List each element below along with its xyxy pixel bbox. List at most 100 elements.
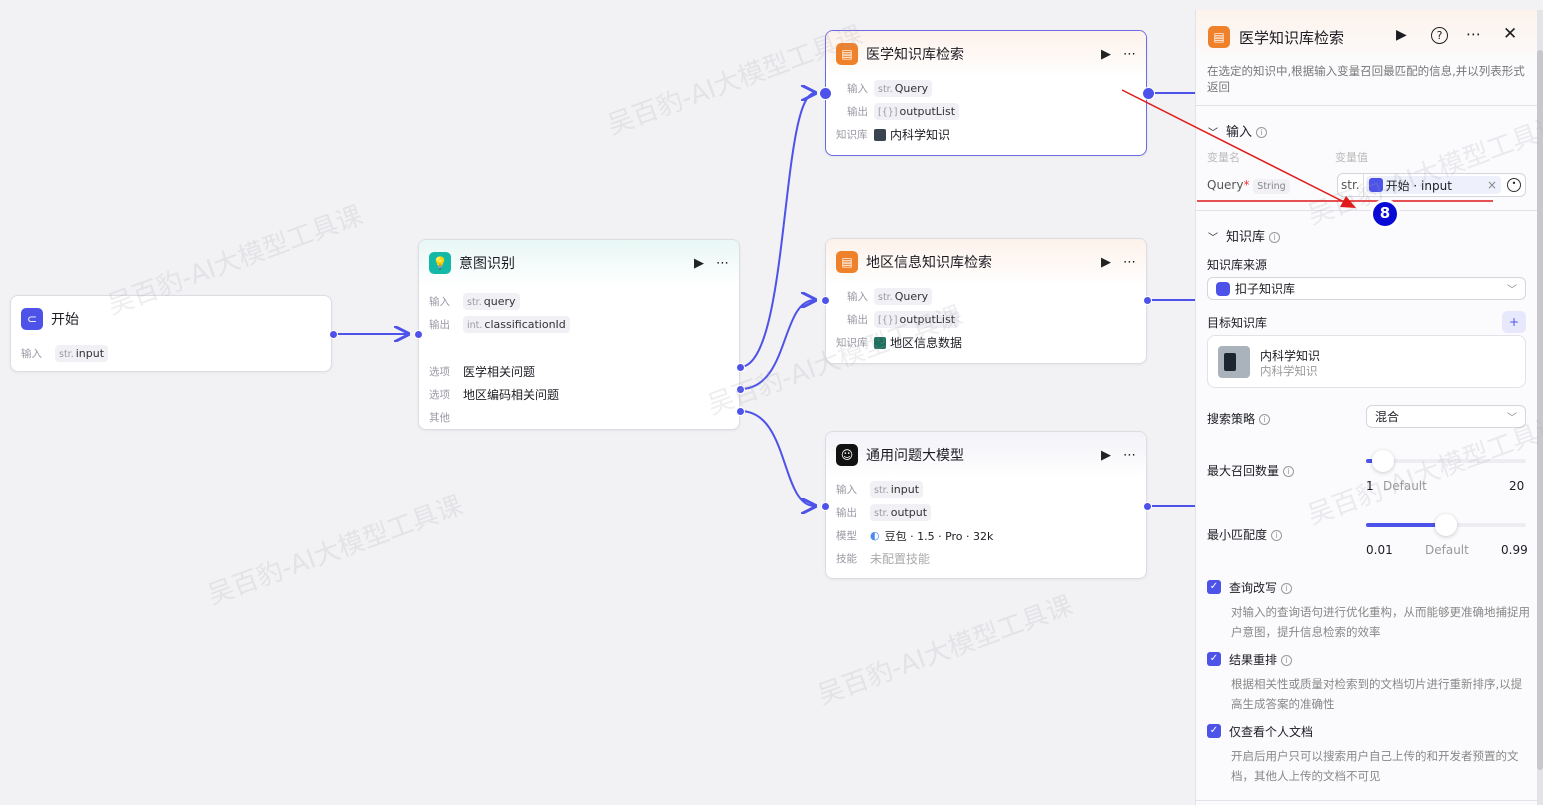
clear-button[interactable]: × bbox=[1486, 178, 1497, 192]
var-value-field[interactable]: str. 开始 · input× • bbox=[1337, 173, 1526, 197]
option-value: 地区编码相关问题 bbox=[463, 388, 560, 402]
more-icon[interactable]: ⋯ bbox=[1123, 447, 1136, 463]
run-icon[interactable]: ▶ bbox=[1101, 46, 1111, 62]
edge-intent-general bbox=[739, 410, 815, 506]
node-title: 开始 bbox=[51, 312, 79, 328]
field-label: 输出 bbox=[429, 319, 450, 331]
node-start[interactable]: ⊂ 开始 输入 str.input bbox=[10, 295, 332, 372]
info-icon: i bbox=[1256, 127, 1268, 138]
run-icon[interactable]: ▶ bbox=[1101, 447, 1111, 463]
output-port[interactable] bbox=[1143, 502, 1152, 511]
run-icon[interactable]: ▶ bbox=[1101, 254, 1111, 270]
slider-default: Default bbox=[1383, 479, 1427, 493]
option-value: 医学相关问题 bbox=[463, 365, 536, 379]
bulb-icon: 💡 bbox=[429, 252, 451, 274]
more-button[interactable]: ⋯ bbox=[1466, 25, 1481, 43]
start-icon bbox=[1368, 178, 1383, 192]
annotation-badge: 8 bbox=[1379, 204, 1391, 222]
max-recall-slider[interactable] bbox=[1366, 450, 1526, 472]
output-port[interactable] bbox=[329, 330, 338, 339]
output-tag: int.classificationId bbox=[463, 316, 570, 333]
add-kb-button[interactable]: + bbox=[1502, 311, 1526, 333]
output-port[interactable] bbox=[1142, 87, 1155, 100]
input-port[interactable] bbox=[414, 330, 423, 339]
option-desc: 开启后用户只可以搜索用户自己上传的和开发者预置的文档，其他人上传的文档不可见 bbox=[1231, 749, 1519, 783]
kb-value: 内科学知识 bbox=[890, 128, 951, 142]
output-port[interactable] bbox=[736, 363, 745, 372]
field-label: 知识库来源 bbox=[1207, 258, 1268, 272]
kb-icon: ▤ bbox=[836, 251, 858, 273]
field-label: 知识库 bbox=[836, 337, 868, 349]
kb-source-select[interactable]: 扣子知识库﹀ bbox=[1207, 277, 1526, 300]
edge-intent-region bbox=[739, 300, 815, 390]
panel-scrollbar[interactable] bbox=[1537, 10, 1543, 805]
slider-min: 0.01 bbox=[1366, 543, 1393, 557]
var-name: Query* String bbox=[1207, 178, 1290, 194]
node-title: 医学知识库检索 bbox=[866, 47, 964, 63]
field-label: 输入 bbox=[429, 296, 450, 308]
output-tag: [{}]outputList bbox=[874, 103, 960, 120]
option-label: 仅查看个人文档 bbox=[1229, 725, 1314, 739]
min-score-slider[interactable] bbox=[1366, 514, 1526, 536]
field-label: 输入 bbox=[847, 83, 868, 95]
rerank-checkbox[interactable]: ✓ bbox=[1207, 652, 1221, 666]
kb-card[interactable]: 内科学知识 内科学知识 bbox=[1207, 335, 1526, 388]
kb-desc: 内科学知识 bbox=[1260, 364, 1318, 378]
more-icon[interactable]: ⋯ bbox=[1123, 254, 1136, 270]
input-tag: str.query bbox=[463, 293, 520, 310]
input-tag: str.input bbox=[55, 345, 109, 362]
panel-title: 医学知识库检索 bbox=[1239, 29, 1345, 47]
panel-description: 在选定的知识中,根据输入变量召回最匹配的信息,并以列表形式返回 bbox=[1207, 64, 1525, 94]
help-icon[interactable]: ? bbox=[1431, 27, 1448, 44]
run-icon[interactable]: ▶ bbox=[694, 255, 704, 271]
kb-icon: ▤ bbox=[836, 43, 858, 65]
input-tag: str.Query bbox=[874, 80, 933, 97]
output-port[interactable] bbox=[1143, 296, 1152, 305]
kb-thumbnail bbox=[1218, 346, 1250, 378]
llm-icon: ☺ bbox=[836, 444, 858, 466]
slider-default: Default bbox=[1425, 543, 1469, 557]
annotation-arrow bbox=[1121, 89, 1353, 207]
doubao-icon: ◐ bbox=[870, 529, 880, 542]
run-button[interactable]: ▶ bbox=[1396, 27, 1407, 43]
option-label: 其他 bbox=[429, 412, 450, 424]
field-label: 输入 bbox=[21, 348, 42, 360]
more-icon[interactable]: ⋯ bbox=[1123, 46, 1136, 62]
personal-docs-checkbox[interactable]: ✓ bbox=[1207, 724, 1221, 738]
option-desc: 对输入的查询语句进行优化重构，从而能够更准确地捕捉用户意图，提升信息检索的效率 bbox=[1231, 605, 1530, 639]
output-port[interactable] bbox=[736, 407, 745, 416]
edge-intent-medical bbox=[739, 93, 815, 368]
node-config-panel: ▤ 医学知识库检索 ▶ ? ⋯ ✕ 在选定的知识中,根据输入变量召回最匹配的信息… bbox=[1195, 10, 1538, 805]
field-label: 知识库 bbox=[836, 129, 868, 141]
output-tag: [{}]outputList bbox=[874, 311, 960, 328]
input-port[interactable] bbox=[819, 87, 832, 100]
close-button[interactable]: ✕ bbox=[1503, 24, 1518, 44]
more-icon[interactable]: ⋯ bbox=[716, 255, 729, 271]
input-port[interactable] bbox=[821, 502, 830, 511]
field-label: 输出 bbox=[847, 106, 868, 118]
slider-max: 20 bbox=[1509, 479, 1525, 493]
skill-value: 未配置技能 bbox=[870, 552, 931, 566]
node-title: 通用问题大模型 bbox=[866, 448, 964, 464]
strategy-select[interactable]: 混合﹀ bbox=[1366, 405, 1526, 428]
variable-picker-icon[interactable]: • bbox=[1507, 178, 1521, 192]
info-icon: i bbox=[1269, 232, 1281, 243]
start-icon: ⊂ bbox=[21, 308, 43, 330]
option-label: 选项 bbox=[429, 366, 450, 378]
kb-thumb-icon bbox=[874, 128, 886, 141]
output-port[interactable] bbox=[736, 385, 745, 394]
query-rewrite-checkbox[interactable]: ✓ bbox=[1207, 580, 1221, 594]
input-port[interactable] bbox=[821, 296, 830, 305]
input-tag: str.input bbox=[870, 481, 924, 498]
kb-thumb-icon bbox=[874, 336, 886, 349]
